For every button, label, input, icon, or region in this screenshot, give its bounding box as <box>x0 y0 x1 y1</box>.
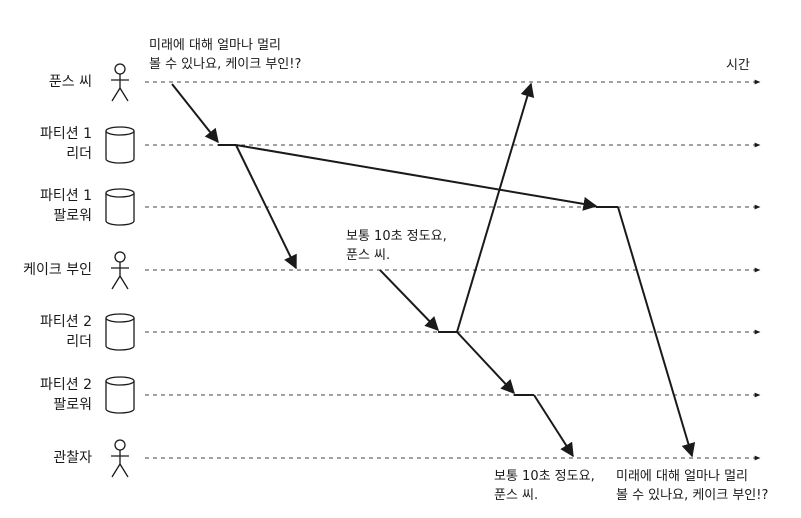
database-icon <box>105 376 135 414</box>
database-icon <box>105 313 135 351</box>
lane-label-line1: 파티션 2 <box>40 377 92 393</box>
lane-label-line1: 케이크 부인 <box>23 262 92 278</box>
arrow-p2-leader-to-follower <box>456 331 515 395</box>
note-line: 미래에 대해 얼마나 멀리 <box>616 469 748 484</box>
database-icon <box>105 188 135 226</box>
note-question-bottom: 미래에 대해 얼마나 멀리 볼 수 있나요, 케이크 부인!? <box>616 467 768 505</box>
message-arrows <box>171 82 696 458</box>
note-line: 보통 10초 정도요, <box>346 229 447 244</box>
lane-label-line1: 파티션 2 <box>40 314 92 330</box>
note-line: 볼 수 있나요, 케이크 부인!? <box>616 488 769 503</box>
arrow-puns-to-p1-leader <box>171 83 219 144</box>
lane-label-line1: 파티션 1 <box>40 188 92 204</box>
note-question-top: 미래에 대해 얼마나 멀리 볼 수 있나요, 케이크 부인!? <box>149 36 301 74</box>
timelines <box>145 79 761 461</box>
lane-label-p2-follower: 파티션 2 팔로워 <box>0 375 92 415</box>
lane-label-line1: 푼스 씨 <box>48 74 92 90</box>
lane-label-observer: 관찰자 <box>0 448 92 468</box>
lane-label-puns: 푼스 씨 <box>0 72 92 92</box>
note-line: 볼 수 있나요, 케이크 부인!? <box>149 57 302 72</box>
lane-label-p1-follower: 파티션 1 팔로워 <box>0 186 92 226</box>
note-line: 보통 10초 정도요, <box>494 469 595 484</box>
person-icon <box>111 439 129 478</box>
lane-label-line2: 리더 <box>66 146 92 162</box>
lane-label-line2: 리더 <box>66 334 92 350</box>
note-answer-mid: 보통 10초 정도요, 푼스 씨. <box>346 227 447 265</box>
note-line: 미래에 대해 얼마나 멀리 <box>149 38 281 53</box>
lane-label-line1: 관찰자 <box>53 450 92 466</box>
lane-label-line2: 팔로워 <box>53 208 92 224</box>
arrow-p1-follower-to-observer <box>617 206 696 458</box>
note-line: 푼스 씨. <box>494 488 539 503</box>
arrow-cake-to-p2-leader <box>379 269 439 332</box>
lane-label-line1: 파티션 1 <box>40 126 92 142</box>
time-axis-label: 시간 <box>726 58 750 73</box>
arrow-p1-leader-to-follower <box>235 144 598 211</box>
arrow-p2-follower-to-observer <box>533 394 574 458</box>
lane-label-p2-leader: 파티션 2 리더 <box>0 312 92 352</box>
arrow-p1-leader-to-cake <box>235 144 297 270</box>
lane-label-line2: 팔로워 <box>53 397 92 413</box>
person-icon <box>111 251 129 290</box>
note-answer-bottom: 보통 10초 정도요, 푼스 씨. <box>494 467 595 505</box>
person-icon <box>111 63 129 102</box>
note-line: 푼스 씨. <box>346 248 391 263</box>
arrow-p2-leader-to-puns <box>456 82 535 333</box>
lane-label-p1-leader: 파티션 1 리더 <box>0 124 92 164</box>
lane-label-cake: 케이크 부인 <box>0 260 92 280</box>
database-icon <box>105 126 135 164</box>
